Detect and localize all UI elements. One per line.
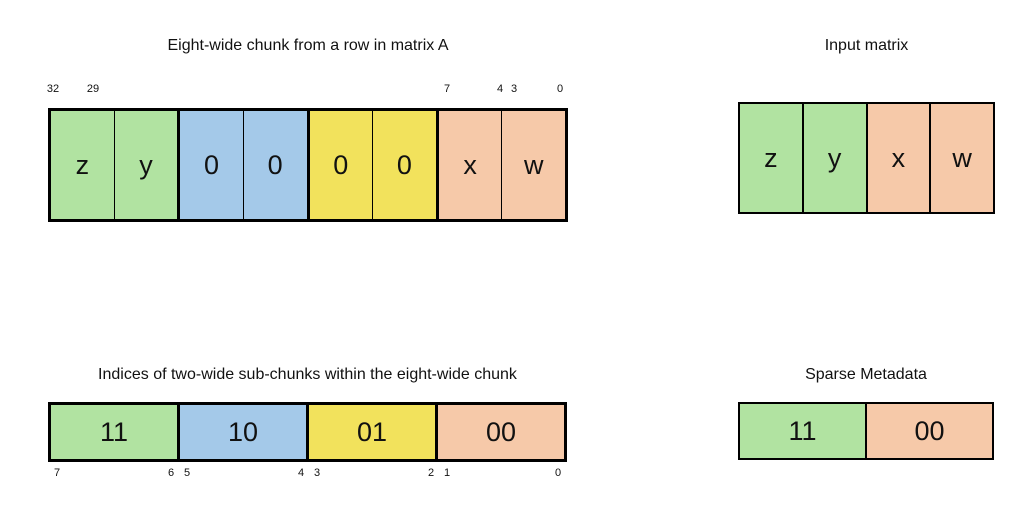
input-matrix-title: Input matrix <box>824 37 909 54</box>
index-cell-01: 01 <box>306 405 435 459</box>
eight-wide-cell-w: w <box>501 111 565 219</box>
input-matrix-cell-z: z <box>740 104 802 212</box>
eight-wide-chunk-title: Eight-wide chunk from a row in matrix A <box>167 37 449 54</box>
eight-wide-cell-z0b: 0 <box>242 111 307 219</box>
subchunk-bit-label-2: 2 <box>427 467 435 479</box>
index-cell-00: 00 <box>435 405 564 459</box>
bit-index-label-0: 0 <box>556 83 564 95</box>
subchunk-bit-label-5: 5 <box>183 467 191 479</box>
eight-wide-cell-z0d: 0 <box>372 111 436 219</box>
metadata-cell-11: 11 <box>740 404 865 458</box>
subchunk-bit-label-0: 0 <box>554 467 562 479</box>
eight-wide-cell-z: z <box>51 111 114 219</box>
subchunk-bit-label-4: 4 <box>297 467 305 479</box>
eight-wide-cell-z0a: 0 <box>177 111 243 219</box>
bit-index-label-29: 29 <box>86 83 100 95</box>
index-cell-11: 11 <box>51 405 177 459</box>
eight-wide-cell-x: x <box>435 111 502 219</box>
metadata-cell-00: 00 <box>865 404 992 458</box>
sparse-metadata-title: Sparse Metadata <box>805 366 927 383</box>
eight-wide-chunk-box: z y 0 0 0 0 x w <box>48 108 568 222</box>
subchunk-bit-label-3: 3 <box>313 467 321 479</box>
eight-wide-cell-z0c: 0 <box>306 111 373 219</box>
subchunk-bit-label-1: 1 <box>443 467 451 479</box>
input-matrix-cell-w: w <box>929 104 993 212</box>
input-matrix-cell-y: y <box>801 104 866 212</box>
bit-index-label-3: 3 <box>510 83 518 95</box>
bit-index-label-32: 32 <box>46 83 60 95</box>
sparse-metadata-box: 11 00 <box>738 402 994 460</box>
input-matrix-cell-x: x <box>865 104 930 212</box>
eight-wide-cell-y: y <box>113 111 178 219</box>
subchunk-indices-box: 11 10 01 00 <box>48 402 567 462</box>
subchunk-indices-title: Indices of two-wide sub-chunks within th… <box>98 366 517 383</box>
bit-index-label-4: 4 <box>496 83 504 95</box>
input-matrix-box: z y x w <box>738 102 995 214</box>
index-cell-10: 10 <box>177 405 306 459</box>
subchunk-bit-label-6: 6 <box>167 467 175 479</box>
bit-index-label-7: 7 <box>443 83 451 95</box>
subchunk-bit-label-7: 7 <box>53 467 61 479</box>
